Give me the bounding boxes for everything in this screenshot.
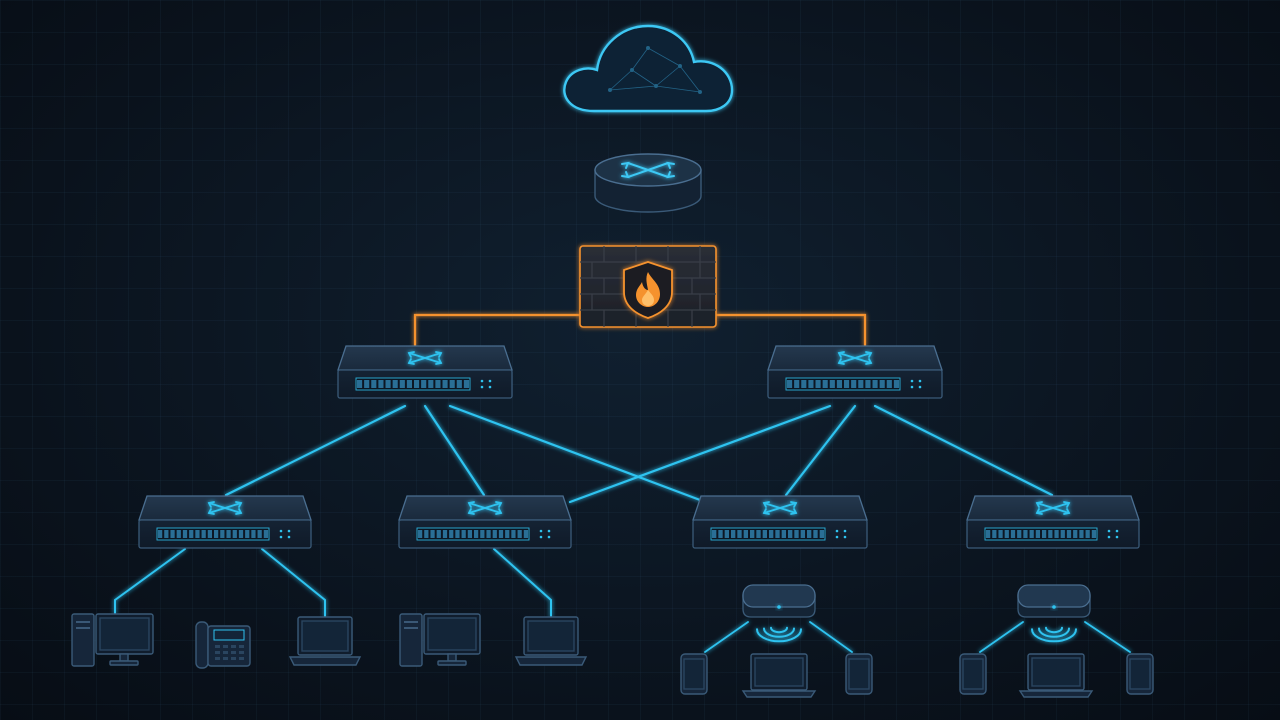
smartphone-icon [959,653,987,695]
wifi-signal-icon [1031,626,1077,643]
smartphone-icon [1126,653,1154,695]
switches-layer [138,345,1140,549]
wifi-access-point-icon [1017,584,1091,643]
switch-icon [398,495,572,549]
laptop-icon [741,653,817,698]
desktop-computer-icon [399,613,481,667]
link-core2-access4 [873,404,1054,497]
switch-icon [337,345,513,399]
laptop-icon [288,616,362,666]
smartphone-icon [680,653,708,695]
cloud-icon [563,24,734,113]
access-points-layer [742,584,1091,643]
firewall-icon [579,245,717,328]
link-firewall-core-left [413,313,582,348]
link-firewall-core-right [714,313,867,348]
desktop-computer-icon [71,613,154,667]
wifi-access-point-icon [742,584,816,643]
switch-icon [966,495,1140,549]
link-ap1-phone-right [809,621,853,653]
laptop-icon [514,616,588,666]
link-core2-access3 [784,404,857,497]
laptop-icon [1018,653,1094,698]
switch-icon [767,345,943,399]
link-core1-access2 [423,404,486,497]
link-access2-laptop [493,548,552,618]
router-icon [594,153,702,213]
link-ap2-phone-right [1084,621,1131,653]
link-core1-access1 [224,404,407,497]
link-core1-access3 [448,404,702,502]
wifi-signal-icon [756,626,802,643]
smartphone-icon [845,653,873,695]
link-core2-access2 [568,404,832,504]
link-ap1-phone-left [704,621,749,653]
link-access1-desktop [114,548,186,615]
firewall-flame-icon [623,261,673,319]
switch-icon [138,495,312,549]
switch-icon [692,495,868,549]
endpoints-layer [71,613,1154,698]
links-layer [114,110,1131,653]
ip-phone-icon [195,621,251,669]
link-ap2-phone-left [979,621,1024,653]
link-access1-laptop [261,548,326,618]
